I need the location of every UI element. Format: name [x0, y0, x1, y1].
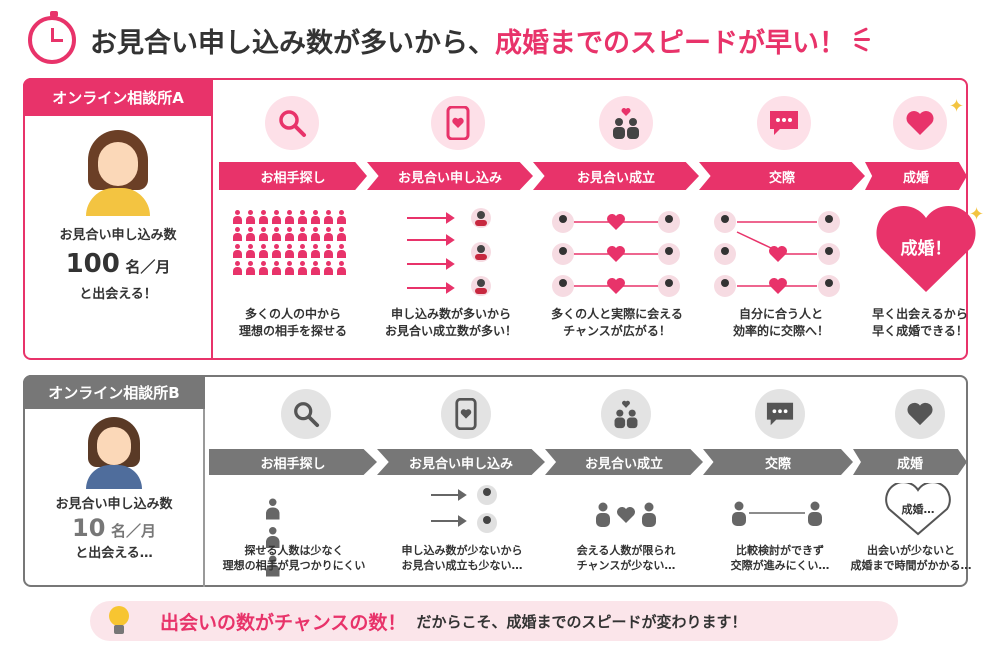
caption-line-2: 理想の相手を探せる — [238, 324, 347, 338]
caption-line-2: チャンスが少ない… — [576, 559, 676, 572]
caption-line-1: 会える人数が限られ — [576, 544, 676, 557]
section-a-label: オンライン相談所A — [23, 78, 213, 116]
summary-label: お見合い申し込み数 — [59, 228, 177, 243]
marriage-heart-outline: 成婚… — [883, 483, 953, 537]
application-arrows-icon — [427, 483, 507, 539]
step-a-5-caption: 早く出会えるから早く成婚できる！ — [845, 306, 990, 340]
marriage-heart-text: 成婚… — [901, 503, 935, 516]
marriage-heart-text: 成婚！ — [900, 239, 952, 259]
section-b-label: オンライン相談所B — [23, 375, 205, 409]
caption-line-2: 早く成婚できる！ — [872, 324, 968, 338]
section-b: オンライン相談所B お見合い申し込み数 10 名／月 と出会える… お相手探し … — [23, 375, 972, 587]
phone-heart-icon — [441, 389, 491, 439]
application-arrows-icon — [397, 208, 507, 304]
sparkle-icon: ✦ — [949, 96, 965, 117]
caption-line-1: 申し込み数が少ないから — [401, 544, 523, 557]
header-title-accent: 成婚までのスピードが早い！ — [495, 27, 846, 59]
emphasis-lines-icon — [854, 27, 874, 52]
heart-icon — [895, 389, 945, 439]
header: お見合い申し込み数が多いから、 成婚までのスピードが早い！ — [28, 10, 874, 70]
worried-woman-avatar — [84, 417, 144, 489]
count-number: 100 — [65, 249, 120, 279]
stalled-dating-icon — [729, 499, 825, 533]
phone-heart-icon — [431, 96, 485, 150]
smiling-woman-avatar — [82, 130, 154, 216]
caption-line-2: 交際が進みにくい… — [730, 559, 830, 572]
step-b-2-caption: 申し込み数が少ないからお見合い成立も少ない… — [383, 543, 541, 573]
count-unit: 名／月 — [110, 522, 156, 540]
marriage-heart: 成婚！ — [871, 204, 981, 296]
search-icon — [265, 96, 319, 150]
step-b-5-title: 成婚 — [853, 449, 967, 475]
caption-line-2: 成婚まで時間がかかる… — [850, 559, 972, 572]
step-a-4-title: 交際 — [699, 162, 865, 190]
step-a-2-title: お見合い申し込み — [367, 162, 533, 190]
search-icon — [281, 389, 331, 439]
many-people-icon — [231, 210, 361, 278]
step-b-1-title: お相手探し — [209, 449, 377, 475]
footer-banner: 出会いの数がチャンスの数！ だからこそ、成婚までのスピードが変わります！ — [90, 601, 898, 641]
section-b-summary: お見合い申し込み数 10 名／月 と出会える… — [25, 409, 205, 587]
caption-line-2: 理想の相手が見つかりにくい — [222, 559, 366, 572]
count-unit: 名／月 — [125, 258, 171, 276]
step-b-4-caption: 比較検討ができず交際が進みにくい… — [707, 543, 853, 573]
caption-line-2: お見合い成立数が多い！ — [384, 324, 517, 338]
summary-count: 10 名／月 — [25, 514, 203, 542]
step-a-3-caption: 多くの人と実際に会えるチャンスが広がる！ — [539, 306, 695, 340]
sparkle-icon: ✦ — [969, 204, 985, 225]
few-people-icon — [263, 497, 283, 583]
section-a: オンライン相談所A お見合い申し込み数 100 名／月 と出会える！ お相手探し… — [23, 78, 984, 360]
step-a-5-title: 成婚 — [865, 162, 967, 190]
caption-line-1: 多くの人の中から — [244, 307, 341, 321]
step-a-4-caption: 自分に合う人と効率的に交際へ！ — [701, 306, 861, 340]
matches-icon — [551, 208, 681, 304]
caption-line-1: 探せる人数は少なく — [244, 544, 344, 557]
summary-label: お見合い申し込み数 — [55, 497, 173, 512]
caption-line-2: お見合い成立も少ない… — [401, 559, 523, 572]
summary-count: 100 名／月 — [25, 249, 211, 279]
footer-text: だからこそ、成婚までのスピードが変わります！ — [416, 612, 747, 631]
single-match-icon — [593, 501, 659, 533]
step-b-2-title: お見合い申し込み — [377, 449, 545, 475]
step-a-1-caption: 多くの人の中から理想の相手を探せる — [217, 306, 369, 340]
step-b-3-caption: 会える人数が限られチャンスが少ない… — [551, 543, 701, 573]
chat-bubble-icon — [755, 389, 805, 439]
step-b-1-caption: 探せる人数は少なく理想の相手が見つかりにくい — [213, 543, 375, 573]
chat-bubble-icon — [757, 96, 811, 150]
caption-line-1: 自分に合う人と — [738, 307, 823, 321]
step-b-4-title: 交際 — [703, 449, 853, 475]
header-title-main: お見合い申し込み数が多いから、 — [90, 27, 495, 59]
step-a-2-caption: 申し込み数が多いからお見合い成立数が多い！ — [373, 306, 529, 340]
step-a-3-title: お見合い成立 — [533, 162, 699, 190]
couple-icon — [599, 96, 653, 150]
caption-line-1: 比較検討ができず — [736, 544, 824, 557]
footer-accent: 出会いの数がチャンスの数！ — [160, 611, 407, 634]
caption-line-1: 出会いが少ないと — [867, 544, 955, 557]
heart-icon — [893, 96, 947, 150]
dating-icon — [713, 208, 843, 304]
step-b-5-caption: 出会いが少ないと成婚まで時間がかかる… — [849, 543, 973, 573]
section-a-summary: お見合い申し込み数 100 名／月 と出会える！ — [25, 116, 213, 360]
summary-tagline: と出会える！ — [79, 287, 157, 302]
step-a-1-title: お相手探し — [219, 162, 367, 190]
summary-tagline: と出会える… — [75, 546, 153, 561]
couple-icon — [601, 389, 651, 439]
caption-line-1: 多くの人と実際に会える — [551, 307, 683, 321]
clock-icon — [28, 11, 76, 64]
lightbulb-icon — [106, 606, 132, 636]
caption-line-1: 早く出会えるから — [872, 307, 968, 321]
caption-line-2: チャンスが広がる！ — [563, 324, 671, 338]
caption-line-1: 申し込み数が多いから — [390, 307, 511, 321]
count-number: 10 — [72, 514, 106, 542]
step-b-3-title: お見合い成立 — [545, 449, 703, 475]
caption-line-2: 効率的に交際へ！ — [732, 324, 829, 338]
